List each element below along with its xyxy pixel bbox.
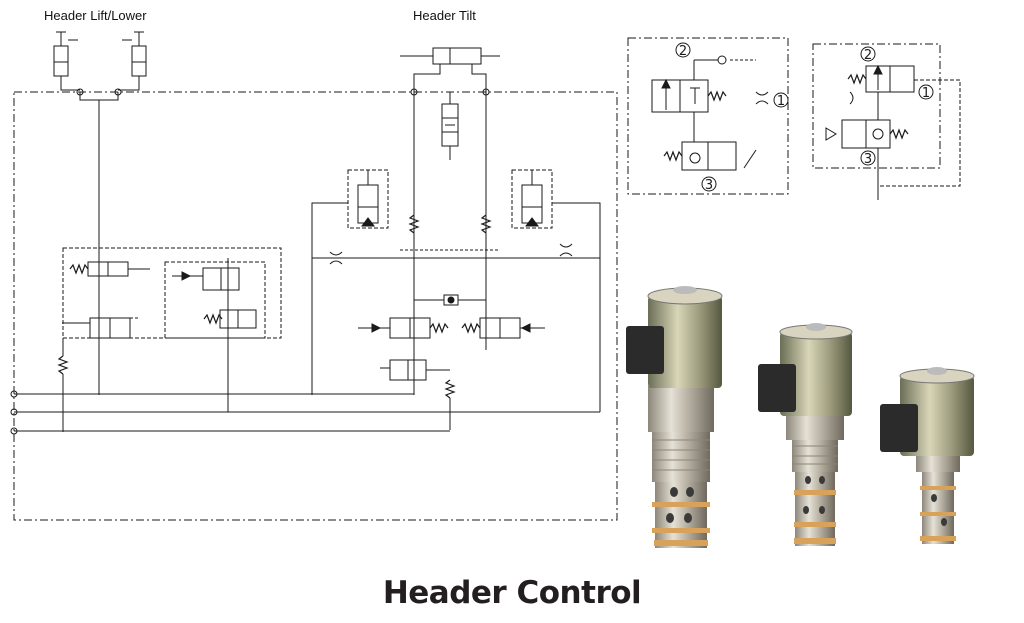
port-3-right: 3	[864, 152, 872, 167]
lift-valve-upper	[69, 261, 150, 277]
cartridge-valve-large	[626, 286, 723, 548]
port-1-right: 1	[922, 86, 930, 101]
main-circuit	[10, 31, 618, 521]
port-1-left: 1	[777, 94, 785, 109]
relief-valve-right	[511, 169, 553, 229]
relief-valve-left	[347, 169, 389, 229]
lift-pilot-group	[164, 261, 266, 339]
port-3-left: 3	[705, 178, 713, 193]
port-2-right: 2	[864, 48, 872, 63]
tilt-lock-valve	[441, 92, 459, 160]
tilt-valve-right	[461, 317, 545, 339]
cartridge-symbol-right: 2 1 3	[812, 43, 961, 200]
figure-title: Header Control	[382, 575, 642, 611]
port-2-left: 2	[679, 44, 687, 59]
header-tilt-label: Header Tilt	[413, 8, 476, 23]
header-lift-lower-label: Header Lift/Lower	[44, 8, 147, 23]
lift-cylinder-left	[53, 31, 80, 91]
main-boundary	[13, 91, 618, 521]
tilt-valve-left	[358, 317, 449, 339]
lift-cylinder-right	[118, 31, 147, 91]
cartridge-valve-medium	[758, 323, 853, 546]
cartridge-symbol-left: 2 1 3	[627, 37, 789, 195]
tilt-cylinder	[400, 47, 500, 92]
cartridge-valve-small	[880, 367, 975, 544]
lift-valve-lower	[62, 317, 140, 339]
tilt-pressure-valve	[380, 359, 450, 381]
